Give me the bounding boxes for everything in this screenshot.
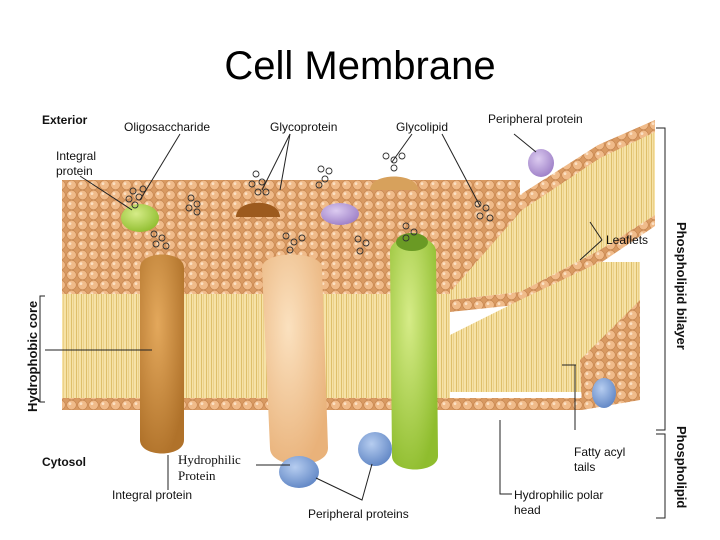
integral-protein-brown <box>140 255 184 454</box>
sugar-chain <box>383 153 405 171</box>
label-fatty-acyl-line1: Fatty acyl <box>574 445 625 459</box>
integral-protein-peach <box>262 255 328 465</box>
label-cytosol: Cytosol <box>42 455 86 469</box>
peripheral-protein-purple-top <box>528 149 554 177</box>
label-glycolipid: Glycolipid <box>396 120 448 134</box>
label-phospholipid-bilayer: Phospholipid bilayer <box>674 222 689 350</box>
integral-protein-green <box>390 237 438 470</box>
label-polar-head-line2: head <box>514 503 541 517</box>
label-peripheral-protein: Peripheral protein <box>488 112 583 126</box>
label-fatty-acyl-line2: tails <box>574 460 595 474</box>
glycoprotein-body-right <box>370 177 418 191</box>
peripheral-protein-blue-left <box>279 456 319 488</box>
label-oligosaccharide: Oligosaccharide <box>124 120 210 134</box>
label-polar-head-line1: Hydrophilic polar <box>514 488 603 502</box>
peripheral-protein-blue-edge <box>592 378 616 408</box>
label-glycoprotein: Glycoprotein <box>270 120 337 134</box>
label-hydrophilic-protein-line2: Protein <box>178 468 216 483</box>
integral-protein-top-green <box>121 204 159 232</box>
label-integral-protein-line1: Integral <box>56 149 96 163</box>
peripheral-protein-purple-surface <box>321 203 359 225</box>
label-integral-protein-bottom: Integral protein <box>112 488 192 502</box>
label-peripheral-proteins: Peripheral proteins <box>308 507 409 521</box>
label-exterior: Exterior <box>42 113 88 127</box>
peripheral-protein-blue-right <box>358 432 392 466</box>
label-integral-protein-line2: protein <box>56 164 93 178</box>
label-phospholipid: Phospholipid <box>674 426 689 508</box>
label-hydrophilic-protein-line1: Hydrophilic <box>178 452 241 467</box>
integral-protein-green-cap <box>396 233 428 251</box>
label-leaflets: Leaflets <box>606 233 648 247</box>
label-hydrophobic-core: Hydrophobic core <box>25 301 40 412</box>
